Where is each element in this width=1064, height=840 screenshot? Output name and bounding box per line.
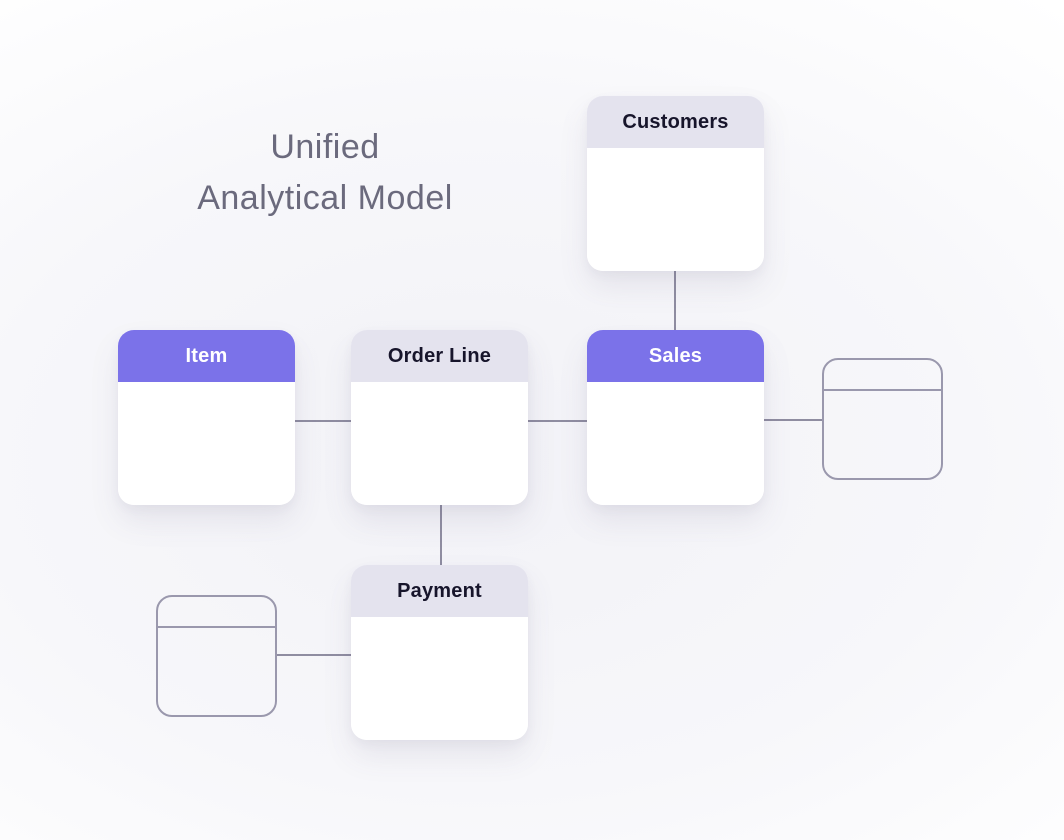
- diagram-title-line1: Unified: [270, 128, 380, 166]
- placeholder-node-right-header: [824, 360, 941, 391]
- entity-item-body: [118, 382, 295, 505]
- placeholder-node-left[interactable]: [156, 595, 277, 717]
- connector-orderline-sales: [528, 420, 587, 422]
- placeholder-node-right[interactable]: [822, 358, 943, 480]
- connector-placeholder-payment: [277, 654, 351, 656]
- entity-sales-header: Sales: [587, 330, 764, 382]
- placeholder-node-left-header: [158, 597, 275, 628]
- entity-customers-body: [587, 148, 764, 271]
- entity-item[interactable]: Item: [118, 330, 295, 505]
- entity-customers-label: Customers: [622, 110, 729, 133]
- entity-sales-body: [587, 382, 764, 505]
- entity-payment[interactable]: Payment: [351, 565, 528, 740]
- entity-order-line-label: Order Line: [387, 344, 492, 367]
- entity-payment-body: [351, 617, 528, 740]
- connector-item-orderline: [295, 420, 351, 422]
- entity-customers-header: Customers: [587, 96, 764, 148]
- entity-payment-header: Payment: [351, 565, 528, 617]
- diagram-title: Unified Analytical Model: [130, 122, 520, 224]
- diagram-title-line2: Analytical Model: [197, 179, 453, 217]
- entity-item-header: Item: [118, 330, 295, 382]
- entity-order-line-body: [351, 382, 528, 505]
- entity-sales-label: Sales: [648, 344, 703, 367]
- entity-customers[interactable]: Customers: [587, 96, 764, 271]
- connector-sales-placeholder: [764, 419, 822, 421]
- connector-customers-sales: [674, 271, 676, 330]
- entity-order-line-header: Order Line: [351, 330, 528, 382]
- connector-orderline-payment: [440, 505, 442, 565]
- entity-sales[interactable]: Sales: [587, 330, 764, 505]
- entity-payment-label: Payment: [397, 579, 482, 602]
- entity-order-line[interactable]: Order Line: [351, 330, 528, 505]
- entity-item-label: Item: [185, 344, 228, 367]
